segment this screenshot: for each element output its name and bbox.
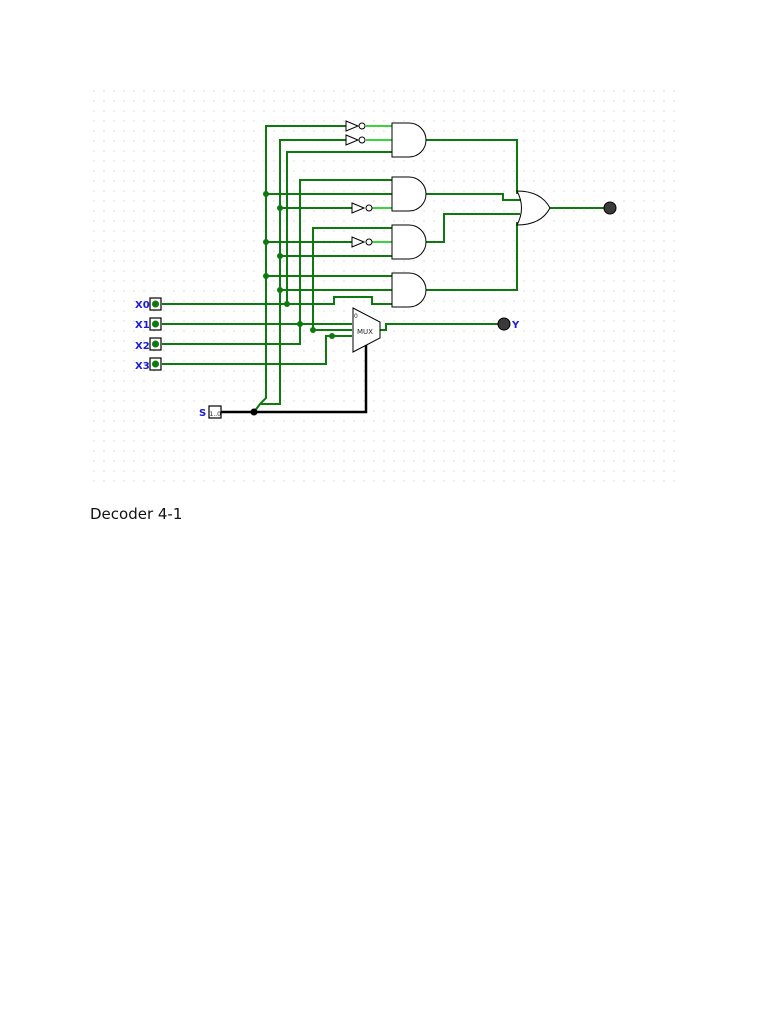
input-led-x1 <box>152 320 159 328</box>
input-x3[interactable]: X3 <box>135 357 162 372</box>
output-led-y <box>497 317 511 331</box>
select-label: S <box>199 408 206 419</box>
or-gate[interactable] <box>516 190 551 226</box>
input-led-x3 <box>152 360 159 368</box>
mux-select-marker: 0 <box>354 313 358 320</box>
input-label-x3: X3 <box>135 361 150 372</box>
mux-label: MUX <box>357 328 373 336</box>
input-led-x0 <box>152 300 159 308</box>
circuit-diagram: MUX 0 X0 X1 X2 X3 S 1..0 Y <box>93 90 679 490</box>
select-pin[interactable] <box>208 405 222 419</box>
not-gate-3[interactable] <box>351 202 373 214</box>
and-gate-4[interactable] <box>391 272 427 308</box>
output-label-y: Y <box>511 320 520 331</box>
wire-junctions <box>250 191 335 416</box>
and-gate-1[interactable] <box>391 122 427 158</box>
select-input[interactable]: S 1..0 <box>199 405 222 419</box>
input-x1[interactable]: X1 <box>135 317 162 331</box>
multiplexer[interactable]: MUX 0 <box>352 307 381 353</box>
or-output-led <box>603 201 617 215</box>
wires <box>162 125 604 414</box>
and-gate-3[interactable] <box>391 224 427 260</box>
input-x0[interactable]: X0 <box>135 297 162 311</box>
input-label-x0: X0 <box>135 300 150 311</box>
input-x2[interactable]: X2 <box>135 337 162 352</box>
input-label-x1: X1 <box>135 320 150 331</box>
select-bits: 1..0 <box>210 411 222 418</box>
figure-caption: Decoder 4-1 <box>90 505 183 523</box>
not-gate-4[interactable] <box>351 236 373 248</box>
output-y: Y <box>497 317 520 331</box>
and-gate-2[interactable] <box>391 176 427 212</box>
not-gate-2[interactable] <box>345 134 366 146</box>
input-led-x2 <box>152 340 159 348</box>
not-gate-1[interactable] <box>345 120 366 132</box>
input-label-x2: X2 <box>135 341 150 352</box>
